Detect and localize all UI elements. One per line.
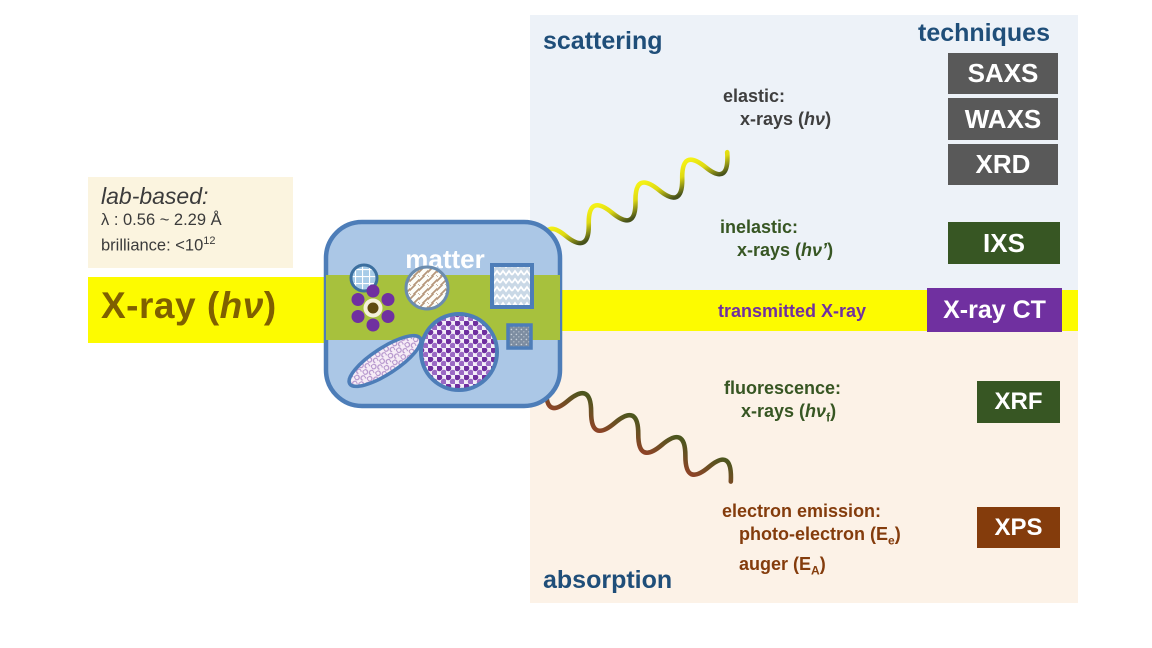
- absorption-heading: absorption: [543, 566, 673, 594]
- xray-ct-button[interactable]: X-ray CT: [927, 288, 1062, 332]
- incident-xray-label: X-ray (hν): [101, 285, 277, 326]
- lab-based-title: lab-based:: [101, 183, 209, 209]
- electron-emission-label: electron emission: photo-electron (Ee) a…: [722, 501, 901, 578]
- fluorescence-label: fluorescence: x-rays (hνf): [724, 378, 842, 425]
- xps-button[interactable]: XPS: [977, 507, 1060, 548]
- sample-layered-crystal-icon: [490, 263, 534, 309]
- sample-fiber-icon: [347, 333, 423, 389]
- incident-xray-beam-band: [88, 277, 344, 343]
- scattering-heading: scattering: [543, 27, 663, 55]
- sample-nanoparticle-cluster-icon: [419, 312, 499, 392]
- transmitted-xray-label: transmitted X-ray: [718, 301, 867, 321]
- sample-crosshatch-particle-icon: [404, 265, 450, 311]
- sample-sphere-icon: [349, 263, 379, 293]
- inelastic-scattering-label: inelastic: x-rays (hν’): [720, 217, 834, 260]
- saxs-button[interactable]: SAXS: [948, 53, 1058, 94]
- xrf-button[interactable]: XRF: [977, 381, 1060, 423]
- lab-source-infobox: lab-based: λ : 0.56 ~ 2.29 Å brilliance:…: [88, 177, 293, 268]
- matter-box: matter: [323, 219, 563, 409]
- sample-molecule-icon: [351, 284, 395, 332]
- techniques-heading: techniques: [918, 19, 1050, 47]
- sample-amorphous-grain-icon: [506, 323, 533, 350]
- brilliance-value: brilliance: <1012: [101, 235, 216, 255]
- waxs-button[interactable]: WAXS: [948, 98, 1058, 140]
- elastic-scattering-label: elastic: x-rays (hν): [723, 86, 832, 129]
- ixs-button[interactable]: IXS: [948, 222, 1060, 264]
- wavelength-range: λ : 0.56 ~ 2.29 Å: [101, 211, 222, 229]
- xrd-button[interactable]: XRD: [948, 144, 1058, 185]
